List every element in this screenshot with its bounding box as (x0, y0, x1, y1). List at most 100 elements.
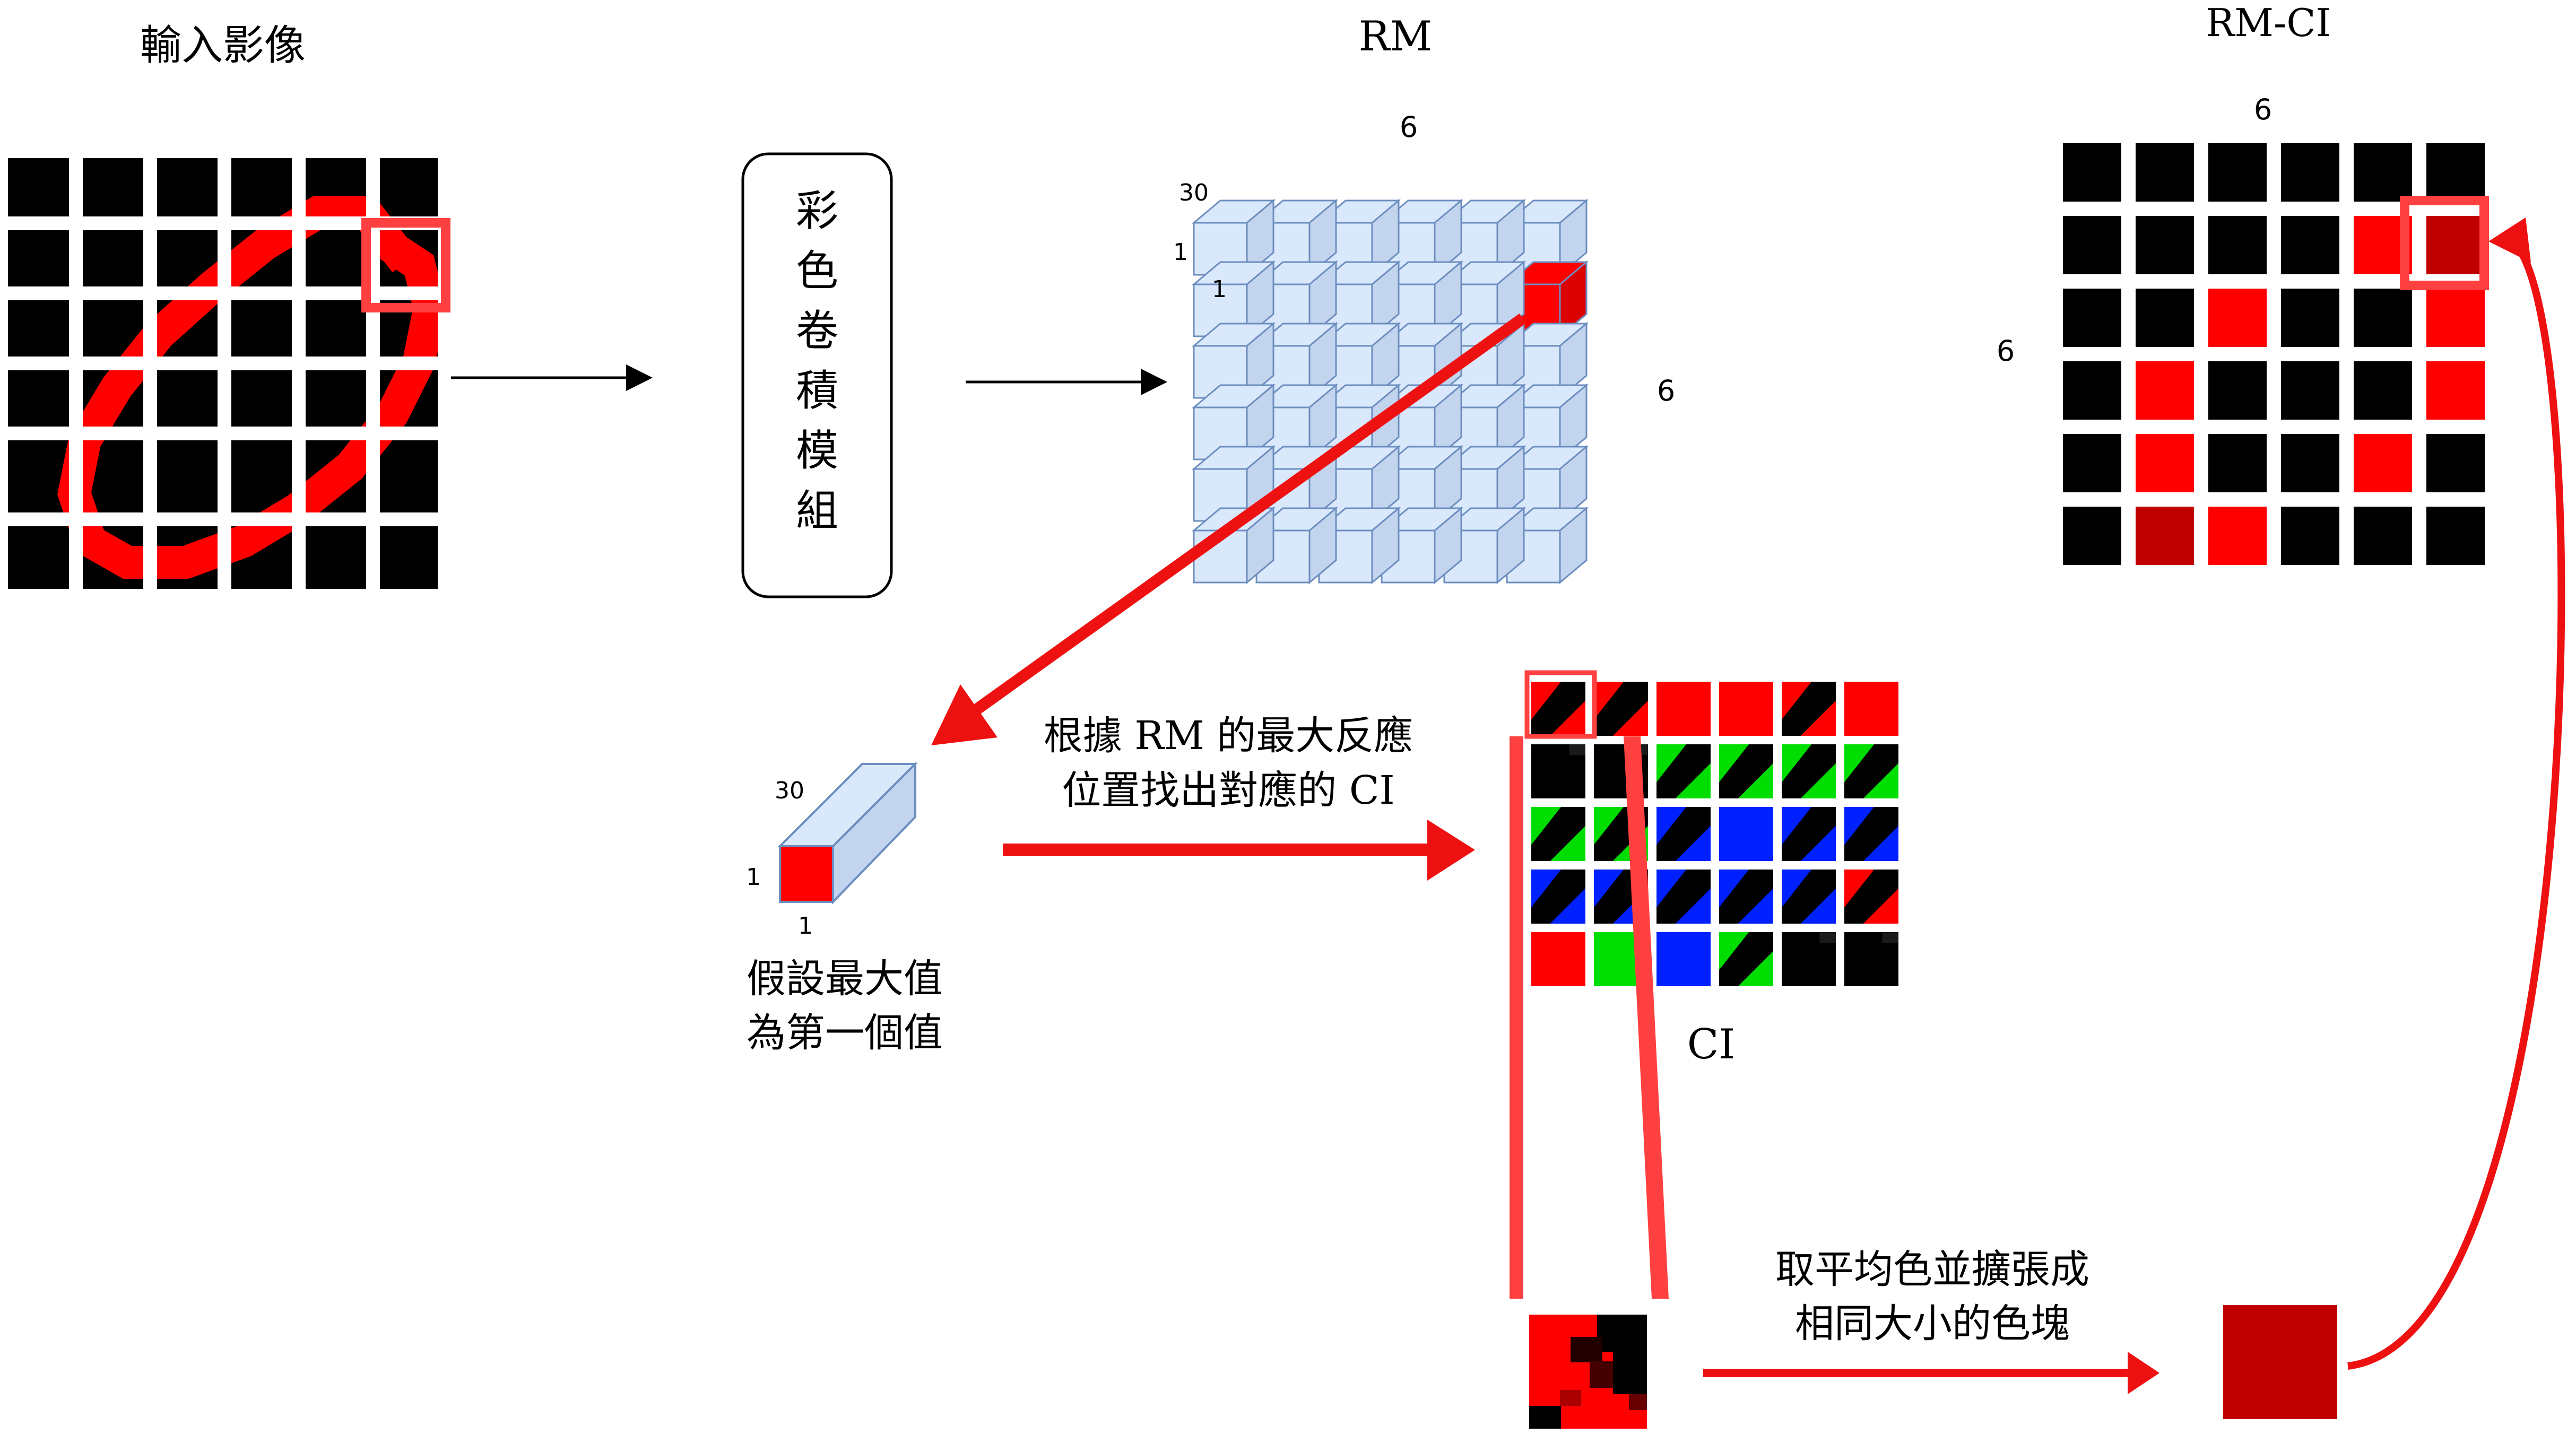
rmci-dim-top: 6 (2254, 93, 2272, 126)
rmci-cell (2208, 216, 2267, 274)
assume-text-line2: 為第一個值 (747, 1010, 943, 1056)
rmci-title: RM-CI (2206, 1, 2331, 45)
rmci-highlight-box (2400, 196, 2489, 290)
input-image-title: 輸入影像 (140, 22, 306, 69)
rmci-cell (2208, 143, 2267, 202)
rmci-cell (2426, 434, 2485, 492)
ci-cell (1594, 682, 1648, 736)
rmci-cell (2426, 143, 2485, 202)
rm-dim-top: 6 (1400, 110, 1418, 144)
arrow-patch-to-avg (1703, 1352, 2159, 1394)
rmci-grid (2063, 143, 2485, 565)
color-conv-module: 彩色卷積模組 (741, 152, 893, 598)
rmci-cell (2426, 507, 2485, 565)
input-image (8, 158, 450, 589)
rmci-cell (2208, 289, 2267, 347)
zoomed-ci-patch (1529, 1315, 1647, 1429)
ci-cell (1656, 682, 1711, 736)
ci-cell (1719, 870, 1773, 924)
rmci-cell (2354, 143, 2412, 202)
max-response-vector (777, 761, 918, 905)
rmci-cell (2281, 507, 2339, 565)
rmci-cell (2136, 361, 2194, 420)
rmci-cell (2063, 216, 2121, 274)
arrow-vector-to-ci (1003, 820, 1475, 881)
rm-cube (1191, 506, 1276, 585)
ci-cell (1782, 682, 1836, 736)
rmci-cell (2136, 143, 2194, 202)
rmci-cell (2281, 143, 2339, 202)
rm-depth-label: 30 (1179, 179, 1209, 206)
find-text-line1: 根據 RM 的最大反應 (1044, 713, 1413, 759)
rmci-cell (2063, 289, 2121, 347)
ci-cell (1719, 682, 1773, 736)
zoom-lines (1510, 736, 1669, 1299)
ci-cell (1782, 807, 1836, 861)
rm-one-label-a: 1 (1173, 239, 1188, 266)
rmci-cell (2426, 289, 2485, 347)
rmci-cell (2354, 289, 2412, 347)
ci-cell (1844, 870, 1898, 924)
rmci-cell (2063, 434, 2121, 492)
rmci-cell (2136, 216, 2194, 274)
rmci-cell (2426, 361, 2485, 420)
ci-cell (1719, 744, 1773, 798)
rm-cube (1191, 445, 1276, 523)
rm-cube (1316, 506, 1401, 585)
vector-depth-label: 30 (775, 777, 804, 804)
rm-dim-right: 6 (1657, 374, 1675, 407)
ci-cell (1844, 932, 1898, 986)
rm-one-label-b: 1 (1212, 276, 1227, 303)
ci-cell (1844, 807, 1898, 861)
ci-cell (1531, 932, 1585, 986)
rmci-cell (2281, 289, 2339, 347)
rm-cube (1442, 506, 1526, 585)
rmci-cell (2136, 289, 2194, 347)
rmci-cell (2426, 216, 2485, 274)
ci-grid (1531, 682, 1898, 986)
ci-cell (1719, 807, 1773, 861)
ci-cell (1656, 744, 1711, 798)
ci-cell (1782, 744, 1836, 798)
rmci-cell (2281, 216, 2339, 274)
ci-title: CI (1687, 1021, 1736, 1068)
average-color-block (2223, 1305, 2337, 1419)
ci-cell (1782, 870, 1836, 924)
rmci-cell (2063, 143, 2121, 202)
rmci-cell (2208, 361, 2267, 420)
rm-cube-stack (1191, 198, 1589, 585)
ci-cell (1844, 682, 1898, 736)
vector-one-left: 1 (746, 864, 761, 891)
rm-cube (1504, 506, 1589, 585)
rmci-cell (2063, 361, 2121, 420)
vector-one-bottom: 1 (798, 912, 813, 940)
arrow-avg-to-rmci (2347, 218, 2565, 1370)
module-label: 彩色卷積模組 (796, 186, 838, 535)
arrow-rm-to-vector (931, 314, 1526, 745)
rmci-cell (2281, 361, 2339, 420)
ci-cell (1656, 932, 1711, 986)
ci-cell (1782, 932, 1836, 986)
rmci-cell (2354, 434, 2412, 492)
ci-cell (1844, 744, 1898, 798)
rmci-cell (2208, 507, 2267, 565)
avg-text-line1: 取平均色並擴張成 (1775, 1247, 2089, 1292)
avg-text-line2: 相同大小的色塊 (1795, 1301, 2070, 1346)
ci-cell (1531, 682, 1585, 736)
rmci-cell (2063, 507, 2121, 565)
ci-cell (1531, 870, 1585, 924)
rmci-cell (2208, 434, 2267, 492)
rmci-cell (2136, 507, 2194, 565)
rmci-dim-left: 6 (1997, 334, 2015, 368)
assume-text-line1: 假設最大值 (747, 956, 943, 1002)
ci-cell (1656, 870, 1711, 924)
ci-cell (1531, 744, 1585, 798)
find-text-line2: 位置找出對應的 CI (1062, 768, 1394, 813)
ci-cell (1656, 807, 1711, 861)
ci-cell (1719, 932, 1773, 986)
input-highlight-box (361, 218, 450, 312)
rmci-cell (2136, 434, 2194, 492)
rm-title: RM (1359, 13, 1433, 60)
ci-highlight-box (1524, 670, 1597, 739)
